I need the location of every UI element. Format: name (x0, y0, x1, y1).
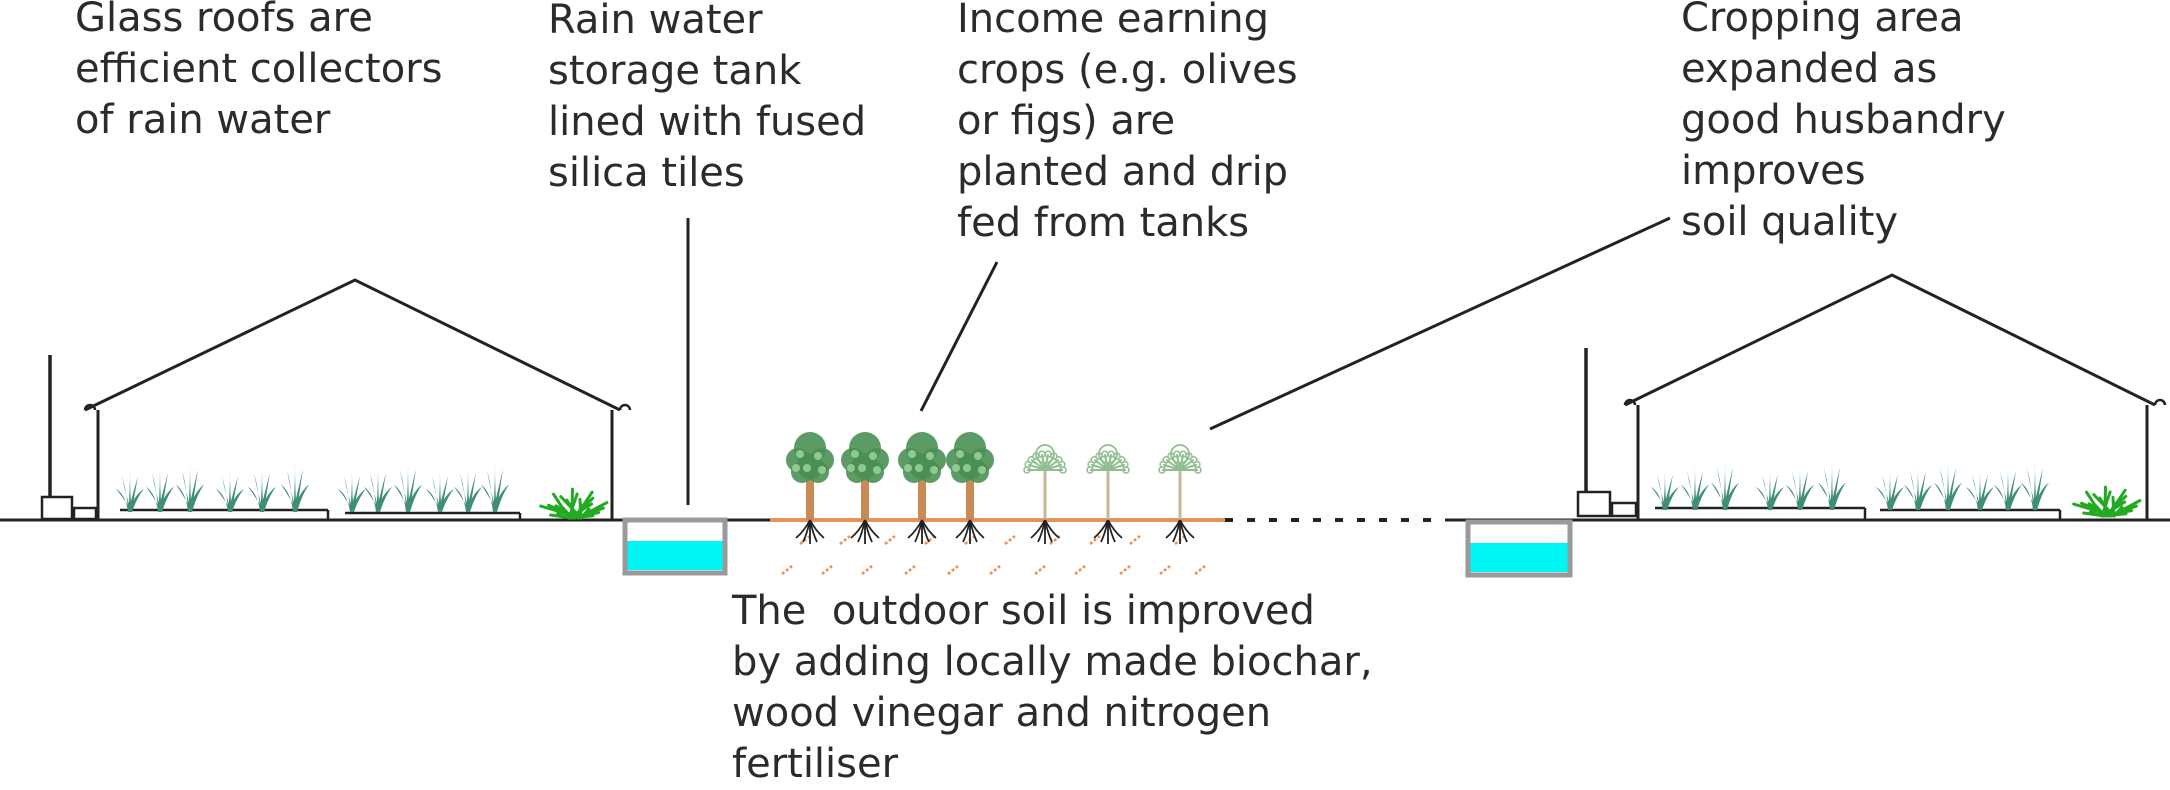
label-outdoor-soil-line: wood vinegar and nitrogen (732, 688, 1373, 739)
label-rain-tank-line: storage tank (548, 46, 866, 97)
plant-icon (1818, 460, 1846, 510)
label-income-crops-line: crops (e.g. olives (957, 45, 1298, 96)
leader-line-crops (921, 262, 997, 411)
plant-icon (1756, 468, 1784, 510)
bush-right-icon (2074, 487, 2140, 516)
greenhouse-right-icon (1578, 275, 2165, 520)
soil-dashes (782, 536, 1205, 574)
water-tank-right-icon (1468, 522, 1570, 575)
plant-icon (1786, 464, 1814, 510)
label-cropping-area: Cropping area expanded as good husbandry… (1681, 0, 2006, 248)
label-cropping-area-line: Cropping area (1681, 0, 2006, 44)
tree-icon (841, 432, 889, 544)
label-income-crops-line: fed from tanks (957, 198, 1298, 249)
label-glass-roofs-line: efficient collectors (75, 44, 442, 95)
tree-icon (1024, 445, 1066, 544)
tree-icon (1159, 445, 1201, 544)
plant-icon (281, 462, 309, 512)
label-glass-roofs: Glass roofs are efficient collectors of … (75, 0, 442, 146)
water-tank-left-icon (625, 520, 725, 573)
label-income-crops-line: planted and drip (957, 147, 1298, 198)
plant-icon (394, 462, 422, 512)
label-income-crops-line: or figs) are (957, 96, 1298, 147)
label-cropping-area-line: soil quality (1681, 197, 2006, 248)
plant-icon (1934, 460, 1962, 510)
plant-bed-right (1651, 460, 2049, 510)
label-outdoor-soil: The outdoor soil is improved by adding l… (732, 586, 1373, 790)
tree-icon (1087, 445, 1129, 544)
plant-icon (1876, 468, 1904, 510)
greenhouse-left-icon (42, 280, 630, 520)
label-rain-tank-line: lined with fused (548, 97, 866, 148)
tree-row (786, 432, 1201, 544)
plant-icon (1681, 464, 1709, 510)
plant-icon (364, 466, 392, 512)
plant-icon (454, 466, 482, 512)
plant-icon (248, 466, 276, 512)
label-cropping-area-line: expanded as (1681, 44, 2006, 95)
label-glass-roofs-line: Glass roofs are (75, 0, 442, 44)
plant-icon (1966, 468, 1994, 510)
plant-icon (338, 470, 366, 512)
plant-bed-left (116, 462, 509, 512)
label-rain-tank-line: Rain water (548, 0, 866, 46)
tree-icon (786, 432, 834, 544)
plant-icon (426, 470, 454, 512)
label-outdoor-soil-line: fertiliser (732, 739, 1373, 790)
plant-icon (176, 462, 204, 512)
plant-icon (146, 466, 174, 512)
label-outdoor-soil-line: by adding locally made biochar, (732, 637, 1373, 688)
label-income-crops-line: Income earning (957, 0, 1298, 45)
plant-icon (2021, 460, 2049, 510)
label-cropping-area-line: improves (1681, 146, 2006, 197)
bush-left-icon (541, 489, 607, 518)
bush-leaves (2074, 487, 2140, 516)
plant-icon (116, 470, 144, 512)
label-rain-water-tank: Rain water storage tank lined with fused… (548, 0, 866, 199)
label-income-crops: Income earning crops (e.g. olives or fig… (957, 0, 1298, 249)
tree-icon (898, 432, 946, 544)
leader-line-cropping (1210, 218, 1670, 429)
plant-icon (1994, 464, 2022, 510)
plant-icon (1711, 460, 1739, 510)
label-rain-tank-line: silica tiles (548, 148, 866, 199)
plant-icon (216, 470, 244, 512)
plant-icon (481, 462, 509, 512)
label-cropping-area-line: good husbandry (1681, 95, 2006, 146)
plant-icon (1904, 464, 1932, 510)
bush-leaves (541, 489, 607, 518)
label-outdoor-soil-line: The outdoor soil is improved (732, 586, 1373, 637)
tree-icon (946, 432, 994, 544)
plant-icon (1651, 468, 1679, 510)
label-glass-roofs-line: of rain water (75, 95, 442, 146)
